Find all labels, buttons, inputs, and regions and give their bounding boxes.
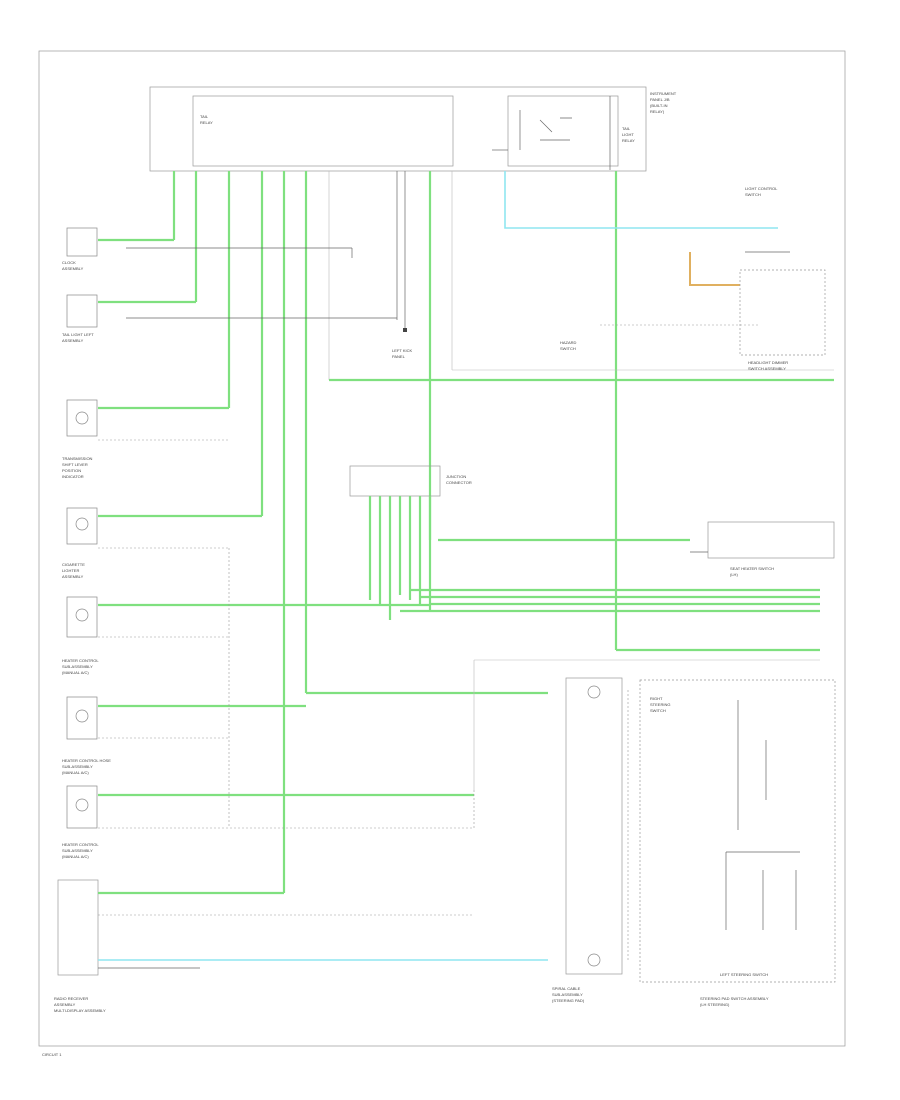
dark-wires — [126, 171, 834, 382]
svg-text:SWITCH ASSEMBLY: SWITCH ASSEMBLY — [748, 366, 786, 371]
page-label: CIRCUIT 1 — [42, 1052, 62, 1057]
light-control-switch: HEADLIGHT DIMMER SWITCH ASSEMBLY LIGHT C… — [600, 186, 826, 371]
svg-text:RELAY: RELAY — [200, 120, 213, 125]
svg-text:LIGHT: LIGHT — [622, 132, 634, 137]
svg-text:(MANUAL A/C): (MANUAL A/C) — [62, 670, 89, 675]
svg-text:ASSEMBLY: ASSEMBLY — [62, 574, 84, 579]
svg-text:MULTI-DISPLAY ASSEMBLY: MULTI-DISPLAY ASSEMBLY — [54, 1008, 106, 1013]
heater-control-1: HEATER CONTROL SUB-ASSEMBLY (MANUAL A/C) — [62, 596, 430, 675]
svg-text:STEERING: STEERING — [650, 702, 670, 707]
svg-text:TAIL LIGHT LEFT: TAIL LIGHT LEFT — [62, 332, 94, 337]
svg-text:HEATER CONTROL HOSE: HEATER CONTROL HOSE — [62, 758, 111, 763]
svg-text:POSITION: POSITION — [62, 468, 81, 473]
tail-light-left: TAIL LIGHT LEFT ASSEMBLY — [62, 294, 196, 343]
svg-text:RELAY): RELAY) — [650, 109, 665, 114]
junction-connector: JUNCTION CONNECTOR — [349, 465, 820, 790]
steering-pad-switch: RIGHT STEERING SWITCH LEFT STEERING SWIT… — [639, 679, 836, 1007]
svg-text:HEATER CONTROL: HEATER CONTROL — [62, 842, 99, 847]
svg-text:RADIO RECEIVER: RADIO RECEIVER — [54, 996, 88, 1001]
svg-text:SWITCH: SWITCH — [560, 346, 576, 351]
tail-relay-label: TAIL — [200, 114, 209, 119]
svg-text:HEADLIGHT DIMMER: HEADLIGHT DIMMER — [748, 360, 788, 365]
svg-text:CLOCK: CLOCK — [62, 260, 76, 265]
svg-text:SUB-ASSEMBLY: SUB-ASSEMBLY — [62, 664, 93, 669]
spiral-cable: SPIRAL CABLE SUB-ASSEMBLY (STEERING PAD) — [552, 677, 629, 1003]
svg-text:PANEL J/B: PANEL J/B — [650, 97, 670, 102]
cigarette-lighter: CIGARETTE LIGHTER ASSEMBLY — [62, 507, 262, 579]
kick-panel-label: LEFT KICK PANEL — [392, 348, 412, 359]
green-wires-vertical — [172, 171, 618, 893]
svg-text:LIGHTER: LIGHTER — [62, 568, 79, 573]
svg-text:RELAY: RELAY — [622, 138, 635, 143]
taillight-relay-label: TAIL — [622, 126, 631, 131]
svg-text:(MANUAL A/C): (MANUAL A/C) — [62, 854, 89, 859]
svg-text:SHIFT LEVER: SHIFT LEVER — [62, 462, 88, 467]
svg-text:PANEL: PANEL — [392, 354, 406, 359]
heater-control-2: HEATER CONTROL HOSE SUB-ASSEMBLY (MANUAL… — [62, 691, 548, 775]
svg-text:(BUILT-IN: (BUILT-IN — [650, 103, 668, 108]
svg-text:ASSEMBLY: ASSEMBLY — [62, 338, 84, 343]
svg-text:SWITCH: SWITCH — [745, 192, 761, 197]
svg-text:LIGHT CONTROL: LIGHT CONTROL — [745, 186, 778, 191]
transmission-indicator: TRANSMISSION SHIFT LEVER POSITION INDICA… — [62, 399, 229, 479]
svg-text:SUB-ASSEMBLY: SUB-ASSEMBLY — [62, 848, 93, 853]
diagram-frame — [38, 50, 846, 1047]
svg-text:(MANUAL A/C): (MANUAL A/C) — [62, 770, 89, 775]
seat-heater-switch: SEAT HEATER SWITCH (LH) — [690, 521, 835, 577]
svg-text:ASSEMBLY: ASSEMBLY — [54, 1002, 76, 1007]
svg-text:(LH): (LH) — [730, 572, 738, 577]
svg-text:HAZARD: HAZARD — [560, 340, 577, 345]
hazard-label: HAZARD SWITCH — [560, 340, 577, 351]
svg-text:STEERING PAD SWITCH ASSEMBLY: STEERING PAD SWITCH ASSEMBLY — [700, 996, 769, 1001]
svg-text:HEATER CONTROL: HEATER CONTROL — [62, 658, 99, 663]
svg-text:SUB-ASSEMBLY: SUB-ASSEMBLY — [62, 764, 93, 769]
svg-text:SWITCH: SWITCH — [650, 708, 666, 713]
heater-control-3: HEATER CONTROL SUB-ASSEMBLY (MANUAL A/C) — [62, 548, 475, 859]
svg-text:CIGARETTE: CIGARETTE — [62, 562, 85, 567]
svg-text:LEFT KICK: LEFT KICK — [392, 348, 412, 353]
svg-text:RIGHT: RIGHT — [650, 696, 663, 701]
svg-text:(STEERING PAD): (STEERING PAD) — [552, 998, 585, 1003]
svg-text:JUNCTION: JUNCTION — [446, 474, 466, 479]
clock-assembly: CLOCK ASSEMBLY — [62, 227, 174, 271]
radio-receiver: RADIO RECEIVER ASSEMBLY MULTI-DISPLAY AS… — [54, 879, 548, 1013]
ip-label: INSTRUMENT — [650, 91, 677, 96]
svg-text:SEAT HEATER SWITCH: SEAT HEATER SWITCH — [730, 566, 774, 571]
svg-text:TRANSMISSION: TRANSMISSION — [62, 456, 93, 461]
svg-text:CONNECTOR: CONNECTOR — [446, 480, 472, 485]
svg-text:(LH STEERING): (LH STEERING) — [700, 1002, 730, 1007]
svg-text:ASSEMBLY: ASSEMBLY — [62, 266, 84, 271]
svg-text:SPIRAL CABLE: SPIRAL CABLE — [552, 986, 581, 991]
svg-text:SUB-ASSEMBLY: SUB-ASSEMBLY — [552, 992, 583, 997]
svg-text:LEFT STEERING SWITCH: LEFT STEERING SWITCH — [720, 972, 768, 977]
instrument-panel-jb: INSTRUMENT PANEL J/B (BUILT-IN RELAY) TA… — [149, 86, 677, 172]
svg-text:INDICATOR: INDICATOR — [62, 474, 84, 479]
